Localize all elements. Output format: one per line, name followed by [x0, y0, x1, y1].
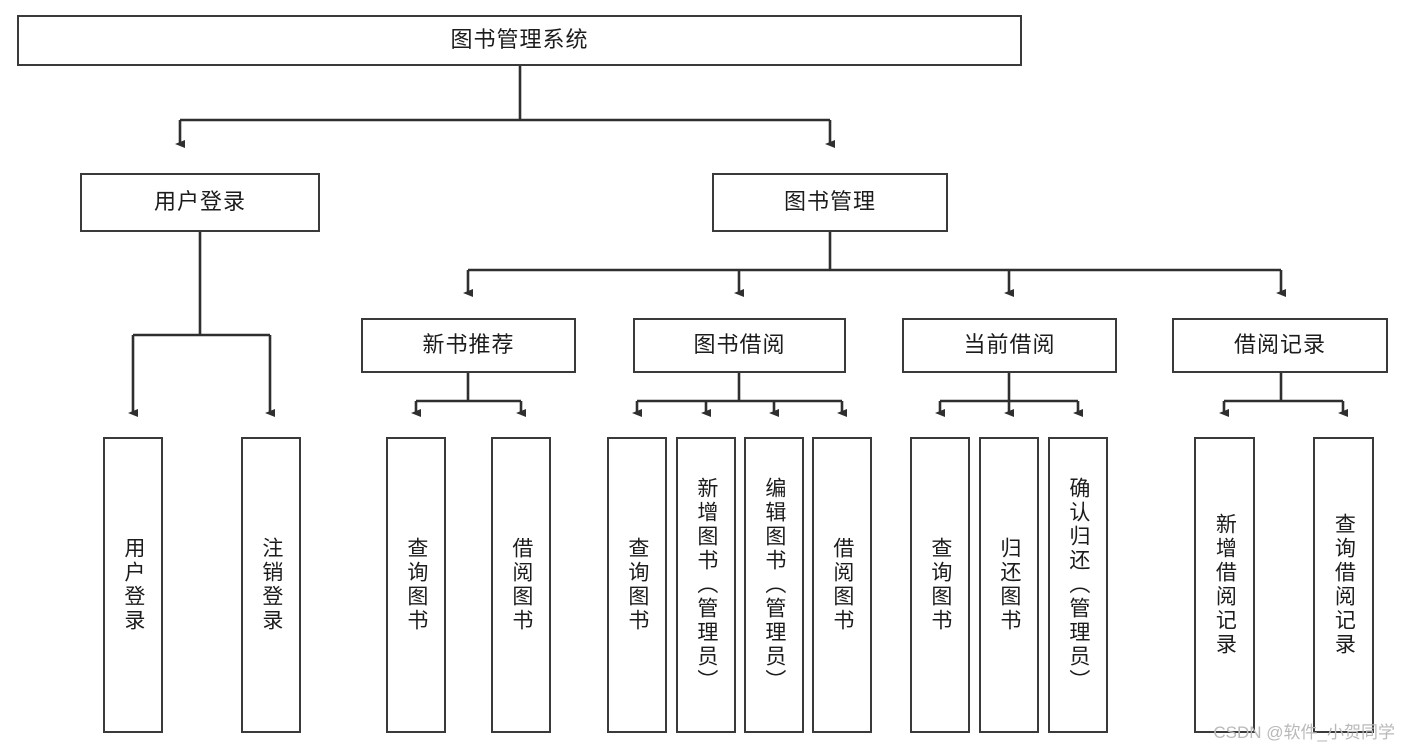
node-label: 查询图书 — [928, 537, 952, 633]
node-label: 图书管理 — [783, 189, 876, 215]
node-label: 查询借阅记录 — [1332, 513, 1356, 657]
node-book-borrow[interactable]: 图书借阅 — [633, 318, 846, 373]
node-label: 新增借阅记录 — [1213, 513, 1237, 657]
leaf-logout[interactable]: 注销登录 — [241, 437, 301, 733]
leaf-add-borrow-record[interactable]: 新增借阅记录 — [1194, 437, 1255, 733]
node-book-management[interactable]: 图书管理 — [712, 173, 948, 232]
leaf-confirm-return-admin[interactable]: 确认归还（管理员） — [1048, 437, 1108, 733]
node-label: 查询图书 — [625, 537, 649, 633]
leaf-user-login[interactable]: 用户登录 — [103, 437, 163, 733]
node-user-login[interactable]: 用户登录 — [80, 173, 320, 232]
leaf-borrow-book-recommend[interactable]: 借阅图书 — [491, 437, 551, 733]
node-label: 借阅图书 — [509, 537, 533, 633]
node-label: 借阅记录 — [1233, 332, 1326, 358]
leaf-borrow-book[interactable]: 借阅图书 — [812, 437, 872, 733]
leaf-add-book-admin[interactable]: 新增图书（管理员） — [676, 437, 736, 733]
watermark-text: CSDN @软件_小贺同学 — [1213, 723, 1395, 742]
node-label: 新增图书（管理员） — [694, 477, 718, 693]
node-label: 归还图书 — [997, 537, 1021, 633]
node-new-book-recommend[interactable]: 新书推荐 — [361, 318, 576, 373]
node-label: 借阅图书 — [830, 537, 854, 633]
node-label: 编辑图书（管理员） — [762, 477, 786, 693]
node-label: 注销登录 — [259, 537, 283, 633]
node-label: 确认归还（管理员） — [1066, 477, 1090, 693]
leaf-query-book-recommend[interactable]: 查询图书 — [386, 437, 446, 733]
node-label: 用户登录 — [121, 537, 145, 633]
node-label: 新书推荐 — [422, 332, 515, 358]
node-current-borrow[interactable]: 当前借阅 — [902, 318, 1117, 373]
leaf-query-book-current[interactable]: 查询图书 — [910, 437, 970, 733]
node-root-book-management-system[interactable]: 图书管理系统 — [17, 15, 1022, 66]
node-label: 查询图书 — [404, 537, 428, 633]
node-label: 用户登录 — [153, 189, 246, 215]
leaf-query-borrow-record[interactable]: 查询借阅记录 — [1313, 437, 1374, 733]
node-label: 当前借阅 — [963, 332, 1056, 358]
node-borrow-record[interactable]: 借阅记录 — [1172, 318, 1388, 373]
node-label: 图书借阅 — [693, 332, 786, 358]
leaf-query-book-borrow[interactable]: 查询图书 — [607, 437, 667, 733]
leaf-edit-book-admin[interactable]: 编辑图书（管理员） — [744, 437, 804, 733]
node-label: 图书管理系统 — [450, 27, 589, 53]
leaf-return-book[interactable]: 归还图书 — [979, 437, 1039, 733]
